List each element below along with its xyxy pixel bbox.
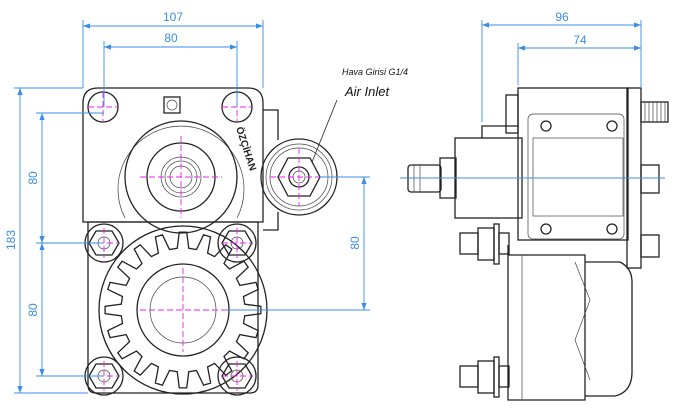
mounting-bolts [84,91,257,396]
inlet-nozzle [407,164,442,193]
gear-teeth [104,231,262,389]
dim-overall-depth: 96 [555,10,569,24]
lower-body [507,245,633,401]
threaded-stud [640,101,669,123]
inner-cover [527,113,625,240]
air-inlet-label-en: Air Inlet [344,84,390,99]
side-bolt-lower [459,356,510,398]
brand-marking: ÖZÇİHAN [233,125,259,172]
dim-inlet-to-shaft: 80 [348,236,362,250]
inlet-leader-line [311,99,338,163]
top-nut [505,94,519,134]
upper-bearing-arc [117,125,245,219]
side-view: 96 74 [400,10,669,401]
dim-overall-width: 107 [163,10,183,24]
logo-plate [163,96,181,114]
dim-flange-depth: 74 [573,33,587,47]
dim-bolt-spacing-horizontal: 80 [164,31,178,45]
inlet-hex-nut [277,157,321,197]
flange-block [517,87,629,241]
side-dimensions: 96 74 [481,10,642,122]
front-dimensions: 107 80 183 80 80 80 [4,10,370,394]
lower-housing [87,221,259,394]
front-view: ÖZÇİHAN [4,10,408,396]
dim-bolt-spacing-upper: 80 [26,171,40,185]
air-inlet-label-tr: Hava Girisi G1/4 [342,67,408,77]
upper-housing [82,87,264,223]
side-bolt-upper [459,223,510,265]
dim-overall-height: 183 [4,230,18,250]
dim-bolt-spacing-lower: 80 [26,303,40,317]
